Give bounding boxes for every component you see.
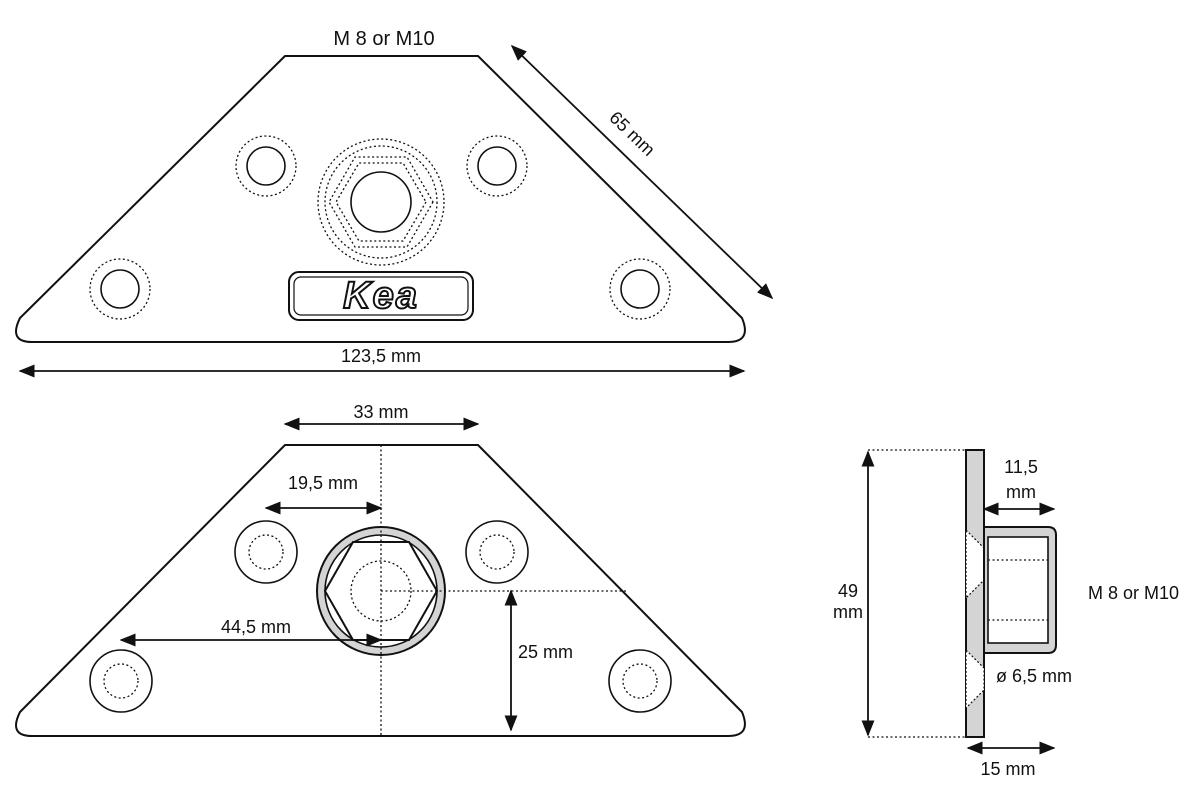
bottom-hole-offset-label: 19,5 mm: [288, 473, 358, 493]
bottom-mounting-hole-upper-left: [234, 520, 298, 584]
side-height-label-unit: mm: [833, 602, 863, 622]
top-width-label: 123,5 mm: [341, 346, 421, 366]
side-hole-label: ø 6,5 mm: [996, 666, 1072, 686]
side-boss: [983, 526, 1057, 654]
top-thread-label: M 8 or M10: [333, 28, 434, 50]
kea-logo-text: Kea: [343, 275, 419, 317]
bottom-mounting-hole-upper-right: [465, 520, 529, 584]
side-height-label-value: 49: [838, 581, 858, 601]
side-view: 49 mm 11,5 mm M 8 or M10 ø 6,5 mm 15 mm: [833, 449, 1179, 779]
side-boss-label-value: 11,5: [1004, 457, 1038, 477]
kea-logo: Kea: [288, 271, 474, 321]
bottom-mounting-hole-lower-right: [608, 649, 672, 713]
bottom-view: 33 mm 19,5 mm 44,5 mm 25 mm: [15, 402, 746, 737]
top-depth-dimension-line: [510, 44, 774, 300]
side-thread-label: M 8 or M10: [1088, 583, 1179, 603]
top-view: Kea M 8 or M10 65 mm 123,5 mm: [15, 28, 774, 378]
bottom-mounting-hole-lower-left: [89, 649, 153, 713]
top-mounting-hole-upper-left: [235, 135, 297, 197]
top-mounting-hole-lower-left: [89, 258, 151, 320]
top-central-insert: [317, 138, 445, 266]
side-thickness-label: 15 mm: [980, 759, 1035, 779]
side-boss-label-unit: mm: [1006, 482, 1036, 502]
bottom-center-offset-label: 44,5 mm: [221, 617, 291, 637]
bottom-height-label: 25 mm: [518, 642, 573, 662]
top-depth-label: 65 mm: [605, 107, 658, 160]
bottom-top-width-label: 33 mm: [353, 402, 408, 422]
